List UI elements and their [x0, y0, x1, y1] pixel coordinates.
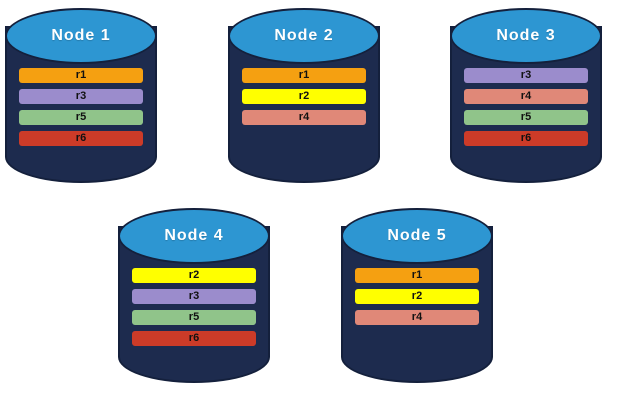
replica-bar-r5[interactable]: r5: [132, 310, 256, 325]
node-cylinder-1[interactable]: Node 1 r1 r3 r5 r6: [5, 8, 157, 183]
replica-bar-r1[interactable]: r1: [19, 68, 143, 83]
replica-bar-r3[interactable]: r3: [132, 289, 256, 304]
node-cylinder-3[interactable]: Node 3 r3 r4 r5 r6: [450, 8, 602, 183]
replica-bar-r4[interactable]: r4: [355, 310, 479, 325]
replica-bar-r6[interactable]: r6: [464, 131, 588, 146]
replica-bar-r4[interactable]: r4: [242, 110, 366, 125]
replica-bar-r3[interactable]: r3: [464, 68, 588, 83]
replica-bar-r6[interactable]: r6: [19, 131, 143, 146]
replica-list-5: r1 r2 r4: [355, 268, 479, 325]
node-title-3: Node 3: [496, 27, 556, 44]
node-cylinder-5[interactable]: Node 5 r1 r2 r4: [341, 208, 493, 383]
replica-bar-r1[interactable]: r1: [355, 268, 479, 283]
node-title-2: Node 2: [274, 27, 334, 44]
replica-bar-r2[interactable]: r2: [132, 268, 256, 283]
replica-list-1: r1 r3 r5 r6: [19, 68, 143, 146]
replica-bar-r5[interactable]: r5: [464, 110, 588, 125]
replica-bar-r2[interactable]: r2: [355, 289, 479, 304]
node-cylinder-4[interactable]: Node 4 r2 r3 r5 r6: [118, 208, 270, 383]
node-title-5: Node 5: [387, 227, 447, 244]
replica-bar-r2[interactable]: r2: [242, 89, 366, 104]
replica-list-2: r1 r2 r4: [242, 68, 366, 125]
replica-list-3: r3 r4 r5 r6: [464, 68, 588, 146]
node-top-disc-3: Node 3: [450, 8, 602, 64]
replica-bar-r3[interactable]: r3: [19, 89, 143, 104]
node-top-disc-2: Node 2: [228, 8, 380, 64]
replica-list-4: r2 r3 r5 r6: [132, 268, 256, 346]
replica-bar-r4[interactable]: r4: [464, 89, 588, 104]
node-top-disc-4: Node 4: [118, 208, 270, 264]
replica-bar-r1[interactable]: r1: [242, 68, 366, 83]
node-top-disc-5: Node 5: [341, 208, 493, 264]
replica-bar-r5[interactable]: r5: [19, 110, 143, 125]
node-top-disc-1: Node 1: [5, 8, 157, 64]
node-title-4: Node 4: [164, 227, 224, 244]
node-title-1: Node 1: [51, 27, 111, 44]
node-cylinder-2[interactable]: Node 2 r1 r2 r4: [228, 8, 380, 183]
replica-bar-r6[interactable]: r6: [132, 331, 256, 346]
